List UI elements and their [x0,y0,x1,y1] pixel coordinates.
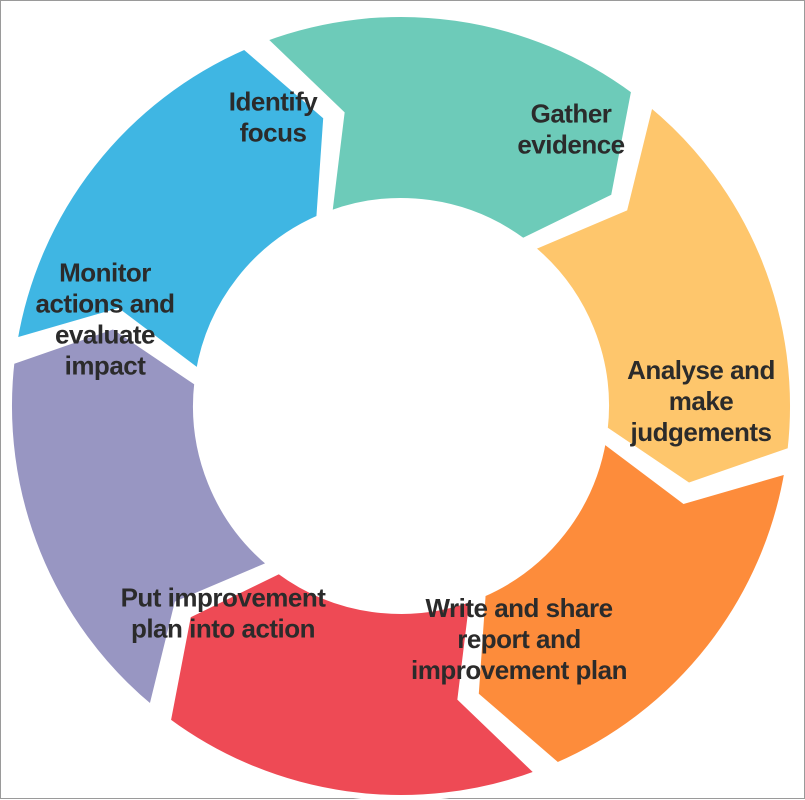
label-line-write-share-report-2: improvement plan [411,655,627,685]
label-line-identify-focus-0: Identify [229,87,318,117]
label-line-monitor-evaluate-1: actions and [36,289,175,319]
label-line-analyse-judgements-0: Analyse and [627,355,775,385]
label-line-put-plan-into-action-0: Put improvement [121,583,327,613]
label-line-monitor-evaluate-2: evaluate [55,320,155,350]
label-line-analyse-judgements-2: judgements [630,417,772,447]
label-line-identify-focus-1: focus [240,118,307,148]
label-line-write-share-report-0: Write and share [425,593,612,623]
label-line-put-plan-into-action-1: plan into action [131,614,315,644]
label-line-gather-evidence-1: evidence [517,130,624,160]
label-line-write-share-report-1: report and [457,624,581,654]
center-circle [196,201,606,611]
label-line-monitor-evaluate-0: Monitor [59,258,151,288]
label-line-gather-evidence-0: Gather [531,99,612,129]
label-line-monitor-evaluate-3: impact [65,351,147,381]
label-line-analyse-judgements-1: make [669,386,734,416]
